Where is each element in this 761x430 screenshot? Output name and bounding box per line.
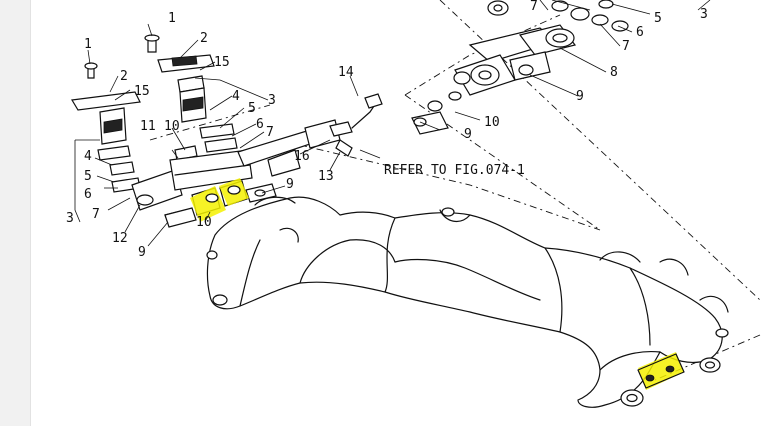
- callout-5: 5: [84, 169, 92, 184]
- callout-4: 4: [232, 89, 240, 104]
- page-margin: [0, 0, 31, 426]
- callout-7: 7: [622, 39, 630, 54]
- callout-15: 15: [214, 55, 230, 70]
- callout-9: 9: [464, 127, 472, 142]
- highlighted-parts: [190, 178, 685, 390]
- callout-6: 6: [84, 187, 92, 202]
- callout-2: 2: [200, 31, 208, 46]
- reference-note: REFER TO FIG.074-1: [384, 163, 525, 178]
- center-injector-assembly: [144, 34, 253, 191]
- callout-7: 7: [266, 125, 274, 140]
- callout-3: 3: [268, 93, 276, 108]
- callout-10: 10: [164, 119, 180, 134]
- callout-10: 10: [196, 215, 212, 230]
- callout-7: 7: [530, 0, 538, 14]
- callout-9: 9: [576, 89, 584, 104]
- callout-2: 2: [120, 69, 128, 84]
- callout-8: 8: [610, 65, 618, 80]
- callout-1: 1: [168, 11, 176, 26]
- callout-5: 5: [248, 101, 256, 116]
- fuel-rail: [237, 93, 383, 177]
- callout-3: 3: [66, 211, 74, 226]
- callout-4: 4: [84, 149, 92, 164]
- callout-15: 15: [134, 84, 150, 99]
- intake-manifold: [206, 196, 729, 408]
- callout-3: 3: [700, 7, 708, 22]
- callout-labels: 1 1 2 2 15 15 4 4 5 5 5 3 3 3 6 6 6 7 7 …: [66, 0, 708, 260]
- callout-9: 9: [138, 245, 146, 260]
- callout-7: 7: [92, 207, 100, 222]
- leader-lines: [74, 0, 711, 247]
- upper-right-parts: [411, 0, 629, 135]
- callout-6: 6: [636, 25, 644, 40]
- callout-16: 16: [294, 149, 310, 164]
- callout-9: 9: [286, 177, 294, 192]
- callout-1: 1: [84, 37, 92, 52]
- callout-12: 12: [112, 231, 128, 246]
- callout-13: 13: [318, 169, 334, 184]
- callout-14: 14: [338, 65, 354, 80]
- callout-11: 11: [140, 119, 156, 134]
- callout-10: 10: [484, 115, 500, 130]
- callout-6: 6: [256, 117, 264, 132]
- callout-5: 5: [654, 11, 662, 26]
